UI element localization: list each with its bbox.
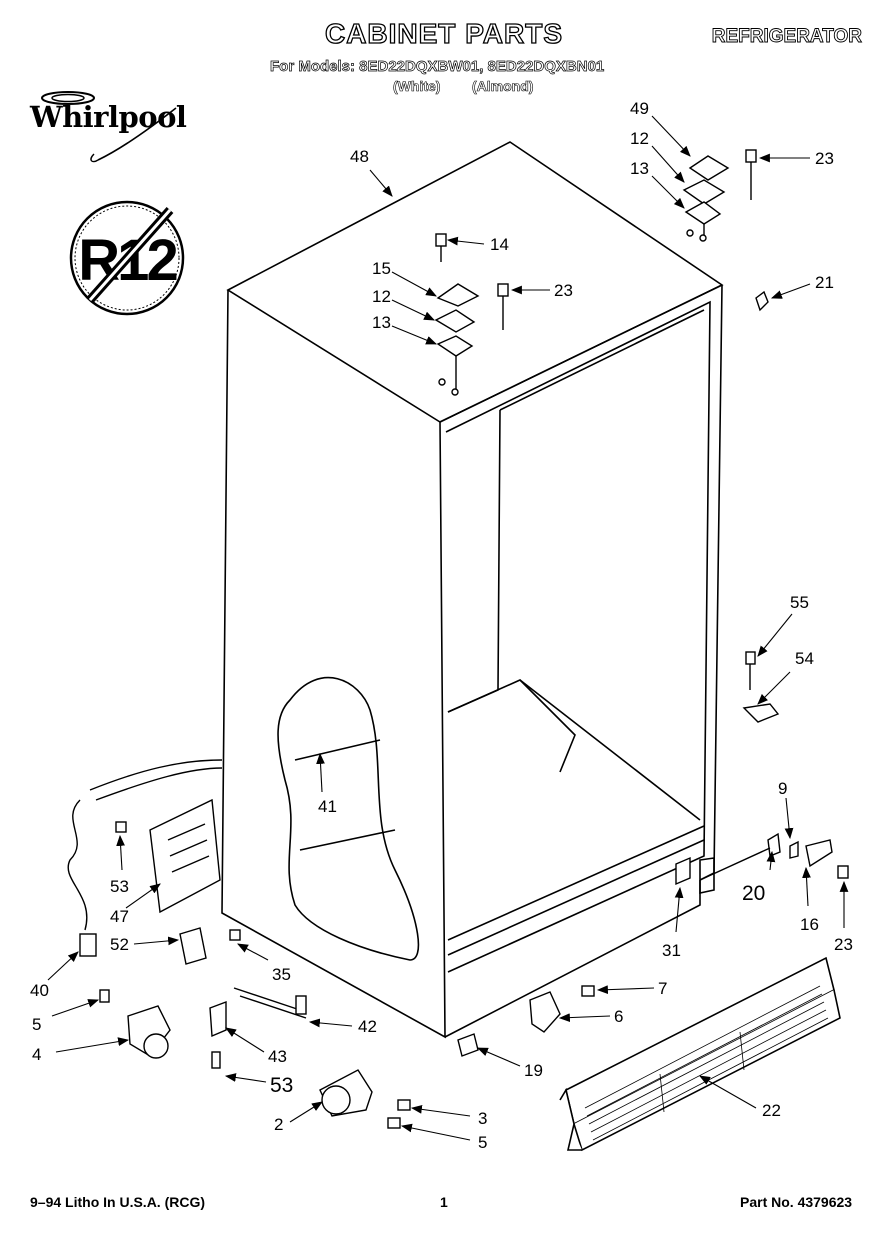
- callout-23-mid: 23: [554, 281, 573, 300]
- callout-4: 4: [32, 1045, 41, 1064]
- callout-42: 42: [358, 1017, 377, 1036]
- cabinet-shell: [221, 141, 724, 1039]
- footer-page-number: 1: [440, 1194, 448, 1210]
- callout-3: 3: [478, 1109, 487, 1128]
- right-small-parts: [675, 651, 849, 886]
- callout-53-lower: 53: [270, 1074, 293, 1097]
- callout-5-left: 5: [32, 1015, 41, 1034]
- callout-6: 6: [614, 1007, 623, 1026]
- callout-47: 47: [110, 907, 129, 926]
- callout-22: 22: [762, 1101, 781, 1120]
- callout-19: 19: [524, 1061, 543, 1080]
- callout-41: 41: [318, 797, 337, 816]
- casters: [99, 985, 595, 1129]
- callout-13-right: 13: [630, 159, 649, 178]
- footer-part-number: Part No. 4379623: [740, 1194, 853, 1210]
- left-electrical-parts: [67, 759, 307, 1069]
- callout-49: 49: [630, 99, 649, 118]
- callout-9: 9: [778, 779, 787, 798]
- models-line: For Models: 8ED22DQXBW01, 8ED22DQXBN01: [270, 58, 605, 76]
- top-hinge-left: [434, 233, 509, 396]
- product-type: REFRIGERATOR: [711, 26, 862, 48]
- callout-14: 14: [490, 235, 509, 254]
- callout-40: 40: [30, 981, 49, 1000]
- color-almond-label: (Almond): [472, 78, 534, 95]
- callout-20: 20: [742, 882, 765, 905]
- whirlpool-logo: Whirlpool: [30, 100, 187, 134]
- callout-43: 43: [268, 1047, 287, 1066]
- callout-12-right: 12: [630, 129, 649, 148]
- callout-7: 7: [658, 979, 667, 998]
- toe-grille: [559, 956, 841, 1152]
- footer-litho: 9–94 Litho In U.S.A. (RCG): [30, 1194, 206, 1210]
- callout-52: 52: [110, 935, 129, 954]
- callout-54: 54: [795, 649, 814, 668]
- callout-31: 31: [662, 941, 681, 960]
- top-hinge-right: [682, 149, 769, 312]
- page-title: CABINET PARTS: [324, 17, 564, 49]
- callout-35: 35: [272, 965, 291, 984]
- callout-16: 16: [800, 915, 819, 934]
- callout-13-left: 13: [372, 313, 391, 332]
- r12-badge: R12: [69, 200, 185, 316]
- color-white-label: (White): [393, 78, 441, 95]
- callout-55: 55: [790, 593, 809, 612]
- callout-5-right: 5: [478, 1133, 487, 1152]
- callout-12-left: 12: [372, 287, 391, 306]
- callout-21: 21: [815, 273, 834, 292]
- callout-23-right: 23: [834, 935, 853, 954]
- whirlpool-logo-swoosh: [41, 91, 177, 163]
- callout-48: 48: [350, 147, 369, 166]
- leader-lines: [47, 115, 849, 1141]
- callout-15: 15: [372, 259, 391, 278]
- callout-53-upper: 53: [110, 877, 129, 896]
- callout-2: 2: [274, 1115, 283, 1134]
- callout-23-top: 23: [815, 149, 834, 168]
